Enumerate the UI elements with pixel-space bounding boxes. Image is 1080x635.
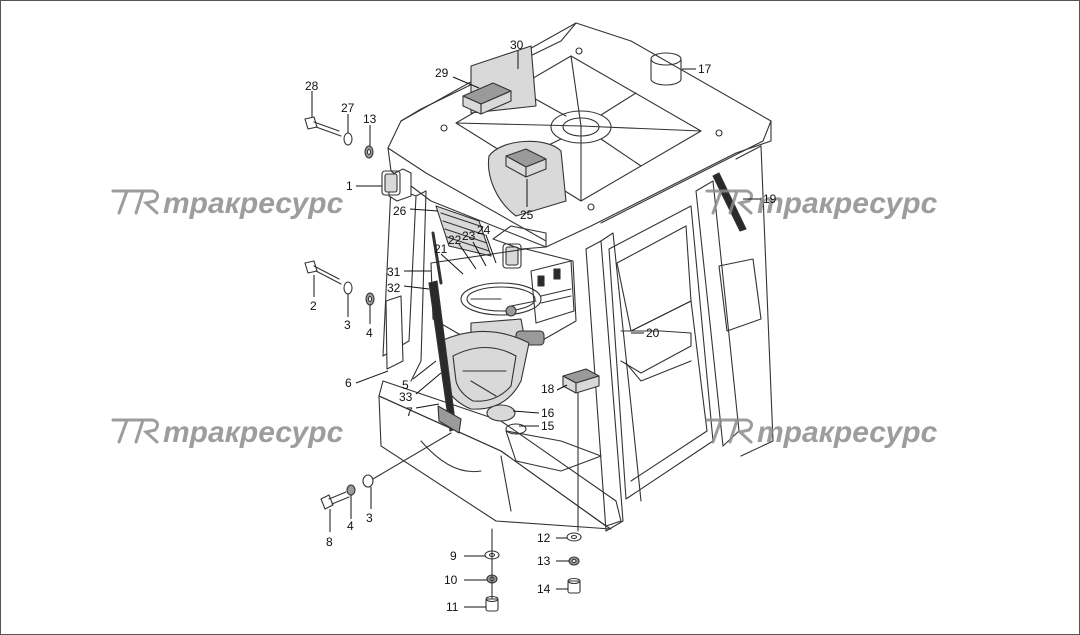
roof-hatch bbox=[550, 110, 612, 144]
callout-5: 5 bbox=[402, 378, 409, 392]
watermark-text: тракресурс bbox=[163, 187, 344, 220]
steering-wheel bbox=[460, 282, 542, 316]
callout-16: 16 bbox=[541, 406, 555, 420]
callout-labels: 28 27 13 1 2 3 4 6 5 33 7 4 3 8 9 10 11 … bbox=[305, 38, 777, 614]
watermark-text: тракресурс bbox=[757, 416, 938, 449]
callout-28: 28 bbox=[305, 79, 319, 93]
callout-10: 10 bbox=[444, 573, 458, 587]
callout-31: 31 bbox=[387, 265, 401, 279]
roof-panel bbox=[387, 22, 772, 248]
callout-11: 11 bbox=[446, 600, 459, 614]
callout-21: 21 bbox=[434, 242, 448, 256]
callout-4-lower: 4 bbox=[347, 519, 354, 533]
leader-lines bbox=[311, 51, 761, 608]
callout-27: 27 bbox=[341, 101, 355, 115]
callout-13-top: 13 bbox=[363, 112, 377, 126]
watermark-top-left: тракресурс bbox=[111, 187, 344, 220]
callout-2: 2 bbox=[310, 299, 317, 313]
callout-15: 15 bbox=[541, 419, 555, 433]
tr-logo-icon bbox=[705, 418, 754, 444]
callout-33: 33 bbox=[399, 390, 413, 404]
callout-18: 18 bbox=[541, 382, 555, 396]
callout-20: 20 bbox=[646, 326, 660, 340]
callout-8: 8 bbox=[326, 535, 333, 549]
callout-14: 14 bbox=[537, 582, 551, 596]
callout-1: 1 bbox=[346, 179, 353, 193]
callout-30: 30 bbox=[510, 38, 524, 52]
tr-logo-icon bbox=[111, 189, 160, 215]
callout-23: 23 bbox=[462, 229, 476, 243]
tr-logo-icon bbox=[705, 189, 754, 215]
callout-22: 22 bbox=[448, 233, 462, 247]
watermark-text: тракресурс bbox=[757, 187, 938, 220]
callout-6: 6 bbox=[345, 376, 352, 390]
callout-3-lower: 3 bbox=[366, 511, 373, 525]
hardware-parts bbox=[304, 116, 582, 612]
callout-3-upper: 3 bbox=[344, 318, 351, 332]
callout-12: 12 bbox=[537, 531, 551, 545]
watermark-bottom-left: тракресурс bbox=[111, 416, 344, 449]
callout-25: 25 bbox=[520, 208, 534, 222]
callout-13-bottom: 13 bbox=[537, 554, 551, 568]
callout-7: 7 bbox=[406, 405, 413, 419]
watermark-top-right: тракресурс bbox=[705, 187, 938, 220]
callout-4-upper: 4 bbox=[366, 326, 373, 340]
callout-26: 26 bbox=[393, 204, 407, 218]
tr-logo-icon bbox=[111, 418, 160, 444]
callout-19: 19 bbox=[763, 192, 777, 206]
cab-body bbox=[378, 22, 774, 532]
callout-29: 29 bbox=[435, 66, 449, 80]
beacon-lamp bbox=[650, 58, 682, 86]
callout-32: 32 bbox=[387, 281, 401, 295]
watermark-bottom-right: тракресурс bbox=[705, 416, 938, 449]
callout-24: 24 bbox=[477, 223, 491, 237]
callout-17: 17 bbox=[698, 62, 712, 76]
watermark-text: тракресурс bbox=[163, 416, 344, 449]
callout-9: 9 bbox=[450, 549, 457, 563]
